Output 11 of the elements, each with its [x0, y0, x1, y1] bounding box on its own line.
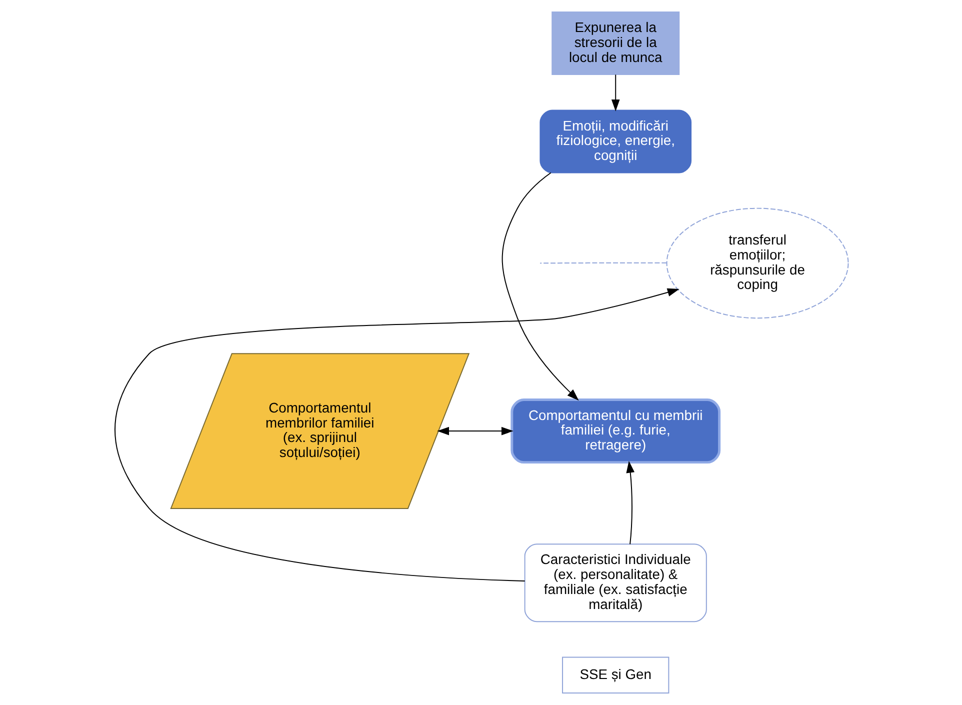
node-box: Comportamentul cu membrii familiei (e.g. furie, retragere) [510, 398, 720, 464]
connector [539, 262, 667, 264]
node-box: Emoții, modificări fiziologice, energie, cogniții [539, 110, 692, 174]
node-box: Expunerea la stresorii de la locul de munca [551, 12, 680, 75]
arrow [610, 74, 620, 112]
arrow [501, 172, 578, 401]
node-box: Caracteristici Individuale (ex. personalitate) & familiale (ex. satisfacție maritală) [524, 544, 706, 622]
node-box: SSE și Gen [562, 656, 669, 694]
arrow [436, 426, 513, 436]
arrow [114, 288, 679, 582]
arrow [626, 460, 634, 545]
